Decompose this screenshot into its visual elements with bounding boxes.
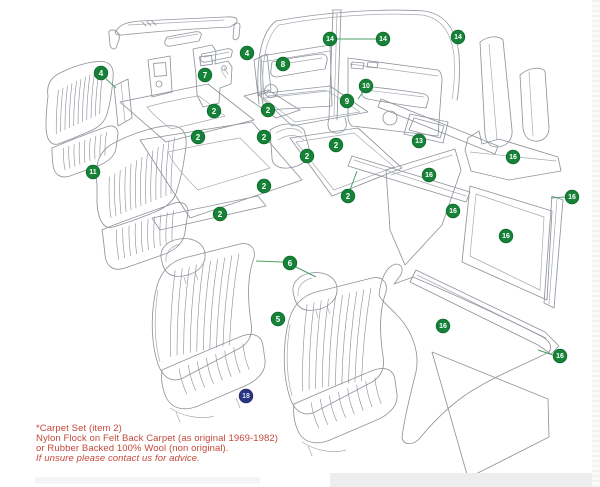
- leader-line: [550, 196, 566, 199]
- svg-text:16: 16: [556, 353, 564, 360]
- svg-text:2: 2: [196, 133, 201, 142]
- svg-text:2: 2: [212, 107, 217, 116]
- svg-text:2: 2: [262, 133, 267, 142]
- svg-text:10: 10: [362, 83, 370, 90]
- svg-text:18: 18: [242, 393, 250, 400]
- part-marker-2: 2: [299, 148, 315, 164]
- part-marker-2: 2: [256, 178, 272, 194]
- part-marker-4: 4: [93, 65, 109, 81]
- svg-text:16: 16: [502, 233, 510, 240]
- svg-text:2: 2: [218, 210, 223, 219]
- part-marker-5: 5: [270, 311, 286, 327]
- leader-line: [357, 91, 364, 100]
- front-seat-right-illustration: [283, 272, 398, 457]
- part-marker-16: 16: [421, 167, 437, 183]
- svg-text:16: 16: [509, 154, 517, 161]
- rear-bench-seat-upper-illustration: [45, 61, 119, 178]
- part-marker-2: 2: [328, 137, 344, 153]
- part-marker-2: 2: [256, 129, 272, 145]
- part-marker-14: 14: [450, 29, 466, 45]
- part-marker-16: 16: [505, 149, 521, 165]
- leader-line: [105, 78, 117, 89]
- part-marker-16: 16: [435, 318, 451, 334]
- part-marker-9: 9: [339, 93, 355, 109]
- part-marker-14: 14: [322, 31, 338, 47]
- svg-text:6: 6: [288, 259, 293, 268]
- svg-text:14: 14: [379, 36, 387, 43]
- svg-text:11: 11: [89, 169, 97, 176]
- footnote-title: *Carpet Set (item 2): [36, 423, 122, 434]
- scan-artifact-strip: [330, 473, 600, 487]
- part-marker-11: 11: [85, 164, 101, 180]
- svg-text:2: 2: [346, 192, 351, 201]
- part-marker-16: 16: [445, 203, 461, 219]
- svg-text:5: 5: [276, 315, 281, 324]
- part-marker-10: 10: [358, 78, 374, 94]
- part-marker-14: 14: [375, 31, 391, 47]
- svg-text:14: 14: [454, 34, 462, 41]
- front-seat-left-illustration: [151, 238, 266, 423]
- leader-line: [537, 349, 554, 356]
- sill-and-rear-carpet-illustration: [378, 263, 560, 479]
- part-marker-7: 7: [197, 67, 213, 83]
- svg-text:16: 16: [439, 323, 447, 330]
- svg-text:14: 14: [326, 36, 334, 43]
- svg-text:2: 2: [262, 182, 267, 191]
- part-marker-2: 2: [190, 129, 206, 145]
- rear-bench-seat-lower-illustration: [95, 125, 189, 270]
- svg-text:2: 2: [334, 141, 339, 150]
- part-marker-18: 18: [238, 388, 254, 404]
- svg-text:2: 2: [266, 106, 271, 115]
- leader-lines: [105, 38, 566, 356]
- part-markers: 4 11 7 4 8 14 14 14 10 9 2 2 2 2 2 2 2 2 2 13 16 16 16 16 16 16 16…: [85, 29, 580, 404]
- windscreen-rail-illustration: [108, 16, 241, 50]
- door-panels-illustration: [257, 9, 460, 137]
- carpet-footnote: *Carpet Set (item 2) Nylon Flock on Felt…: [36, 424, 336, 464]
- svg-text:8: 8: [281, 60, 286, 69]
- svg-text:16: 16: [425, 172, 433, 179]
- footnote-line3: or Rubber Backed 100% Wool (non original…: [36, 443, 229, 454]
- svg-text:16: 16: [449, 208, 457, 215]
- svg-text:16: 16: [568, 194, 576, 201]
- scan-artifact-strip: [35, 477, 260, 484]
- leader-line: [349, 170, 358, 191]
- footnote-line2: Nylon Flock on Felt Back Carpet (as orig…: [36, 433, 279, 444]
- page-edge-texture: [592, 0, 600, 487]
- part-marker-4: 4: [239, 45, 255, 61]
- part-marker-13: 13: [411, 133, 427, 149]
- leader-line: [295, 266, 317, 278]
- part-marker-16: 16: [564, 189, 580, 205]
- carpet-set-illustration: [113, 53, 471, 231]
- part-marker-6: 6: [282, 255, 298, 271]
- part-marker-16: 16: [498, 228, 514, 244]
- svg-text:9: 9: [345, 97, 350, 106]
- svg-text:7: 7: [203, 71, 208, 80]
- part-marker-2: 2: [206, 103, 222, 119]
- svg-text:13: 13: [415, 138, 423, 145]
- quarter-trim-panels-illustration: [377, 36, 564, 309]
- part-marker-16: 16: [552, 348, 568, 364]
- svg-text:2: 2: [305, 152, 310, 161]
- footnote-line4: If unsure please contact us for advice.: [36, 453, 200, 464]
- svg-text:4: 4: [245, 49, 250, 58]
- part-marker-2: 2: [340, 188, 356, 204]
- part-marker-2: 2: [212, 206, 228, 222]
- svg-text:4: 4: [99, 69, 104, 78]
- leader-line: [255, 260, 284, 263]
- centre-console-illustration: [147, 44, 233, 108]
- part-marker-2: 2: [260, 102, 276, 118]
- part-marker-8: 8: [275, 56, 291, 72]
